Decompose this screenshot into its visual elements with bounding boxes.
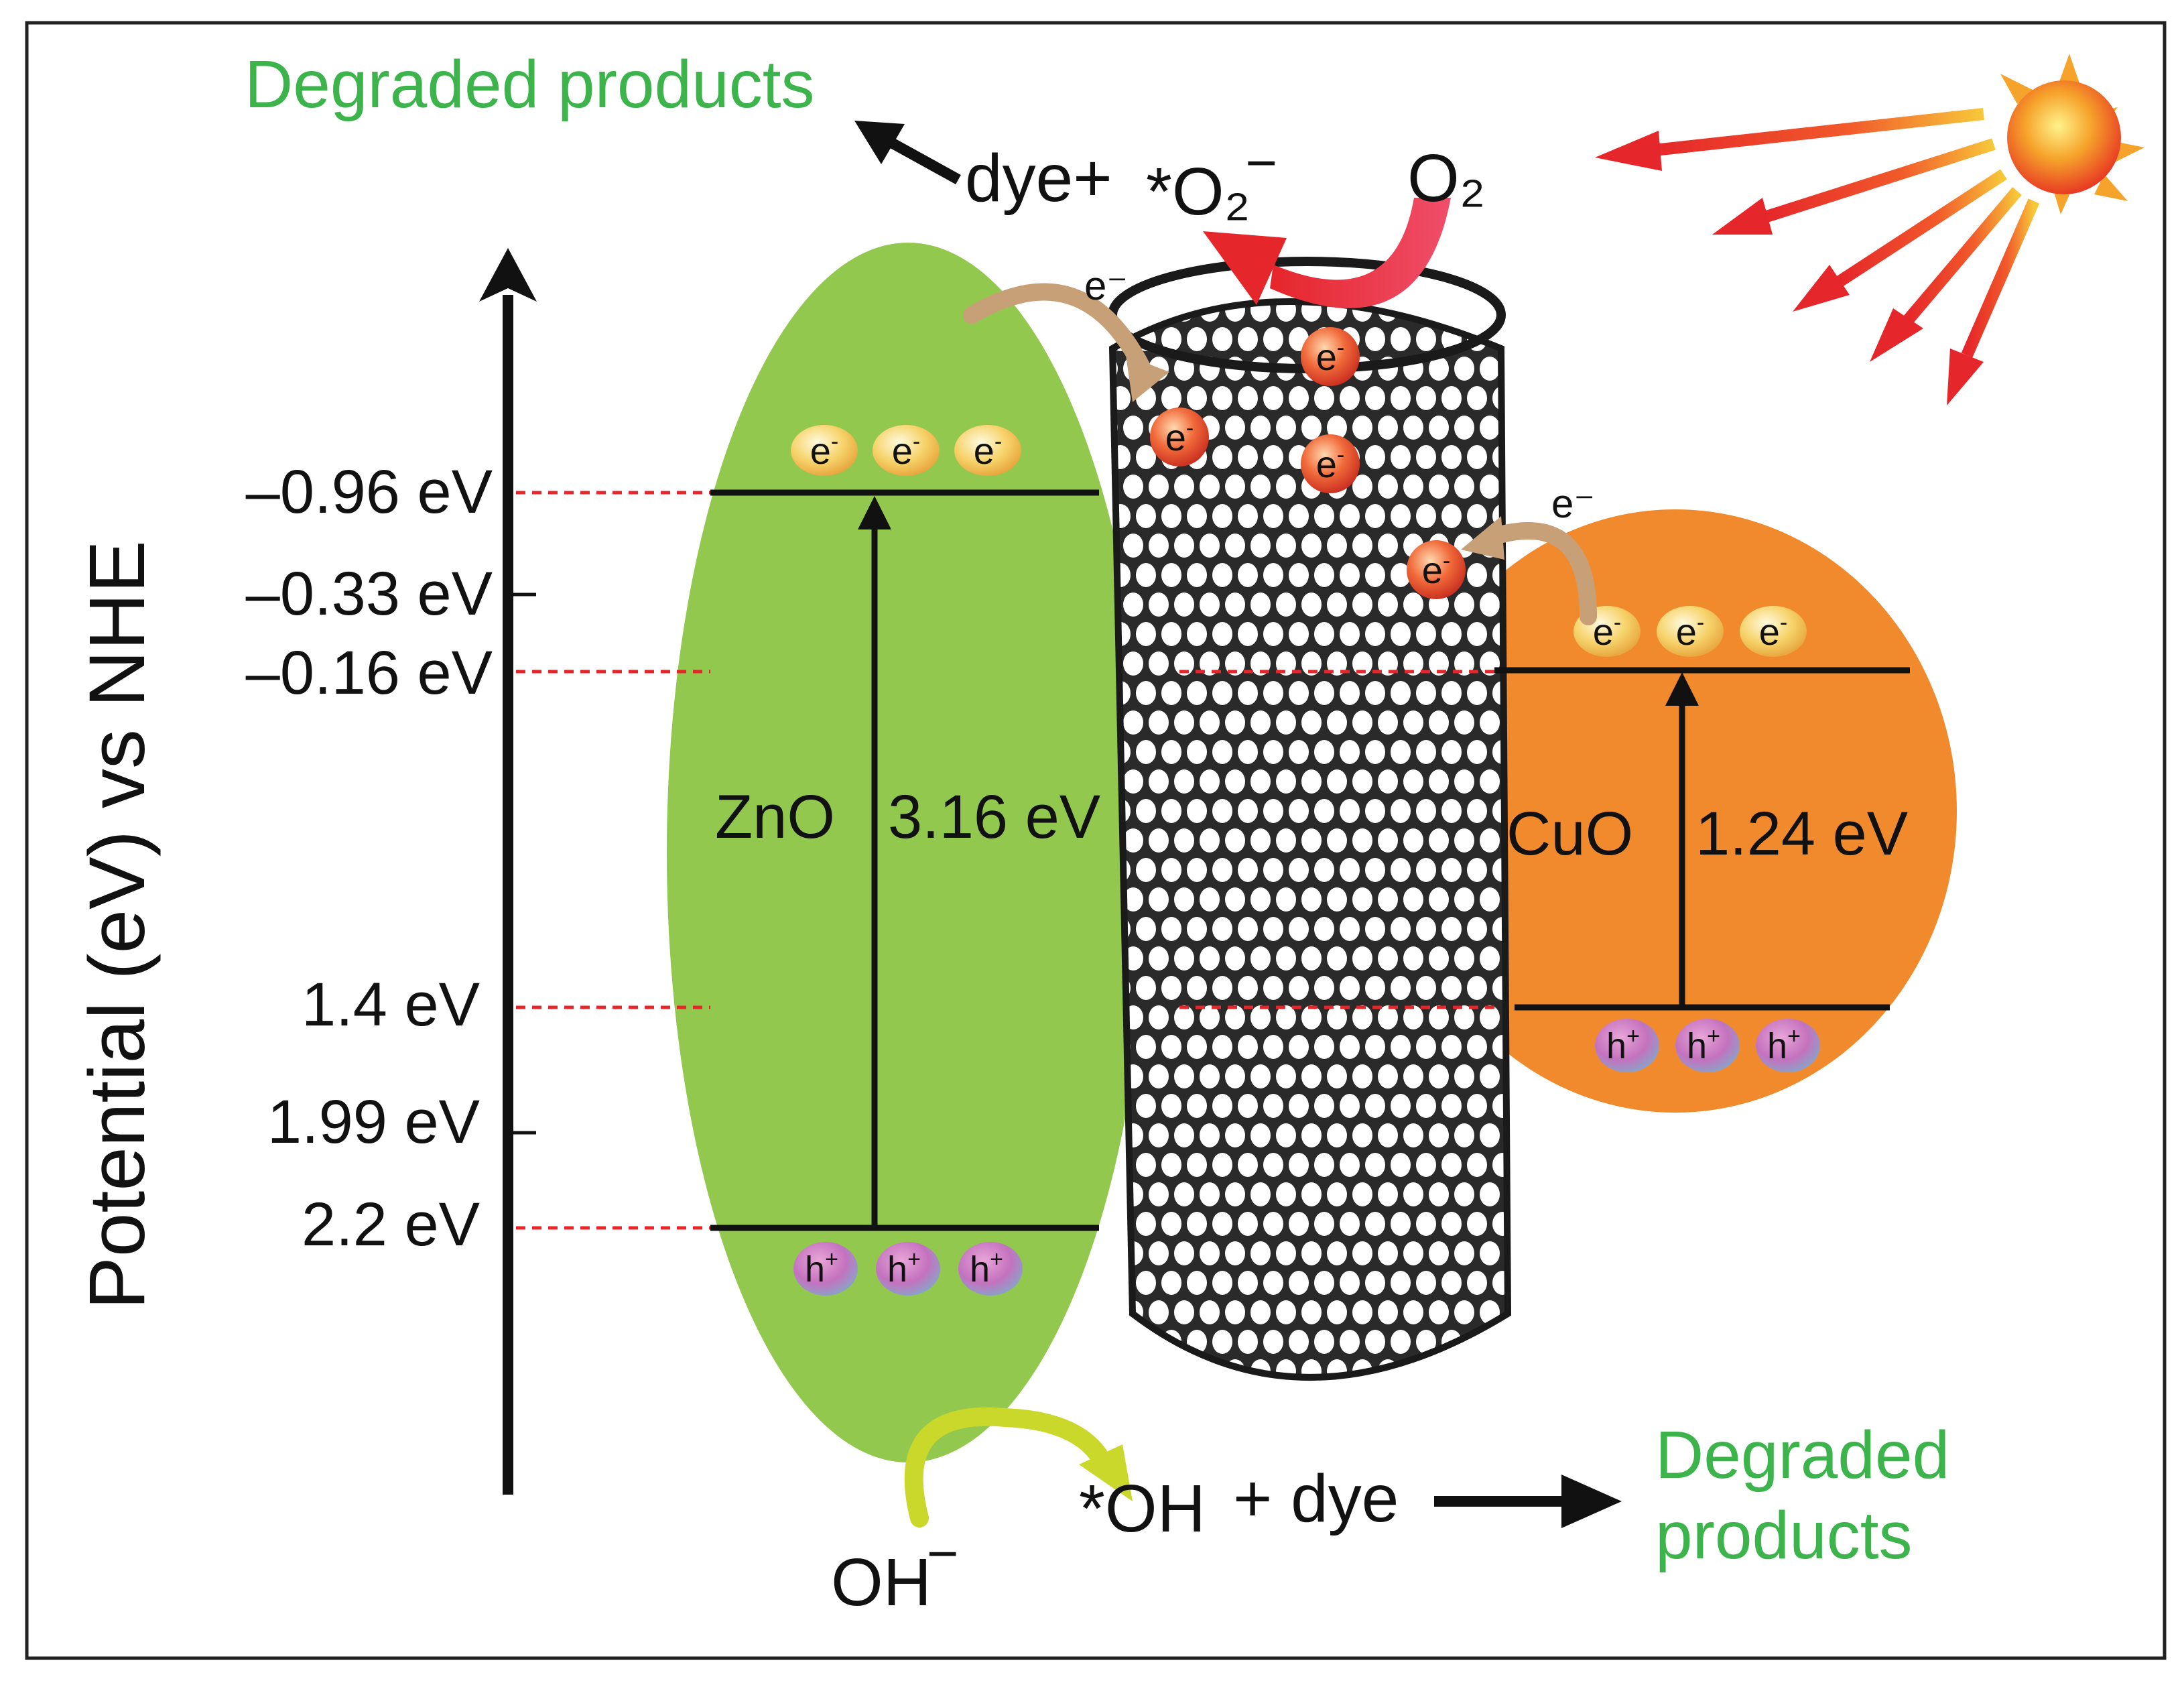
axis-title: Potential (eV) vs NHE [73,540,162,1310]
electron-badge: e- [1150,408,1209,466]
electron-badge: e- [1301,434,1360,493]
svg-text:h+: h+ [1767,1023,1801,1066]
zno-to-cnt-arrow [963,283,1155,384]
nanotube-electrons: e- e- e- e- [1150,327,1466,599]
potential-axis [479,248,537,1495]
bottom-products-arrow [1434,1475,1622,1528]
electron-badge: e- [1301,327,1360,386]
cuo-label: CuO [1506,800,1633,868]
cuo-to-cnt-arrow [1486,522,1597,625]
electron-badge: e- [1407,540,1466,599]
level-label-199: 1.99 eV [267,1088,480,1156]
zno-holes: h+ h+ h+ [793,1242,1023,1296]
svg-text:e-: e- [1165,416,1194,458]
hole-badge: h+ [876,1242,940,1296]
electron-label-cuo-transfer: e⁻ [1551,481,1595,526]
svg-text:e-: e- [1316,335,1344,378]
level-label-neg033: –0.33 eV [246,560,493,628]
zno-gap-label: 3.16 eV [888,783,1100,851]
electron-badge: e- [1740,606,1807,657]
zno-electrons: e- e- e- [791,425,1021,476]
svg-text:h+: h+ [1606,1023,1640,1066]
zno-to-cnt-arrow-head [1126,355,1169,402]
cuo-arrow-head [1665,672,1699,706]
zno-arrow-head [858,496,891,529]
level-label-14: 1.4 eV [302,971,480,1039]
zno-particle [667,243,1149,1462]
level-label-neg096: –0.96 eV [246,458,493,526]
hydroxide-oxidation-arc [904,1407,1115,1527]
zno-label: ZnO [715,783,835,851]
electron-badge: e- [1657,606,1724,657]
oxygen-reduction-arc-head [1203,231,1287,305]
cuo-particle [1394,509,1957,1113]
sun-icon [2000,54,2144,214]
degraded-products-bottom-line2: products [1655,1498,1913,1573]
electron-label-zno-transfer: e⁻ [1084,263,1128,308]
zno-bands [710,489,1099,1231]
superoxide-label: *O₂‾ [1146,154,1275,229]
svg-text:e-: e- [1316,442,1344,485]
cuo-bands [1494,667,1910,1011]
electron-badge: e- [791,425,858,476]
level-label-22: 2.2 eV [302,1190,480,1259]
plus-dye-label: + dye [1233,1461,1399,1536]
light-rays [1595,108,2040,405]
hole-badge: h+ [793,1242,858,1296]
svg-text:h+: h+ [970,1247,1003,1290]
svg-text:h+: h+ [1687,1023,1720,1066]
svg-text:e-: e- [1759,610,1787,653]
svg-text:e-: e- [1676,610,1704,653]
svg-text:e-: e- [1422,548,1450,591]
hydroxide-oxidation-arc-head [1079,1444,1133,1501]
electron-badge: e- [873,425,940,476]
degraded-products-top: Degraded products [245,47,815,122]
hole-badge: h+ [1675,1019,1740,1072]
svg-text:e-: e- [892,429,920,472]
axis-level-labels: –0.96 eV –0.33 eV –0.16 eV 1.4 eV 1.99 e… [246,458,493,1259]
svg-text:h+: h+ [887,1247,921,1290]
degraded-products-bottom-line1: Degraded [1655,1418,1949,1493]
hole-badge: h+ [1595,1019,1659,1072]
oxygen-label: O₂ [1407,141,1486,216]
top-products-arrow [854,121,961,185]
cuo-holes: h+ h+ h+ [1595,1019,1820,1072]
cuo-to-cnt-arrow-head [1461,516,1504,560]
level-label-neg016: –0.16 eV [246,639,493,707]
svg-text:e-: e- [810,429,838,472]
oxygen-reduction-arc [1270,198,1451,308]
svg-text:h+: h+ [805,1247,838,1290]
dye-plus-label: dye+ [965,141,1112,216]
hole-badge: h+ [958,1242,1023,1296]
electron-transfer-arrows [963,283,1597,625]
hole-badge: h+ [1756,1019,1820,1072]
svg-text:e-: e- [974,429,1002,472]
hydroxide-label: OH‾ [831,1545,956,1620]
guide-lines [516,491,1494,1230]
electron-badge: e- [954,425,1021,476]
hydroxyl-radical-label: *OH [1079,1471,1206,1546]
cuo-gap-label: 1.24 eV [1695,800,1908,868]
cuo-electrons: e- e- e- [1573,606,1807,657]
